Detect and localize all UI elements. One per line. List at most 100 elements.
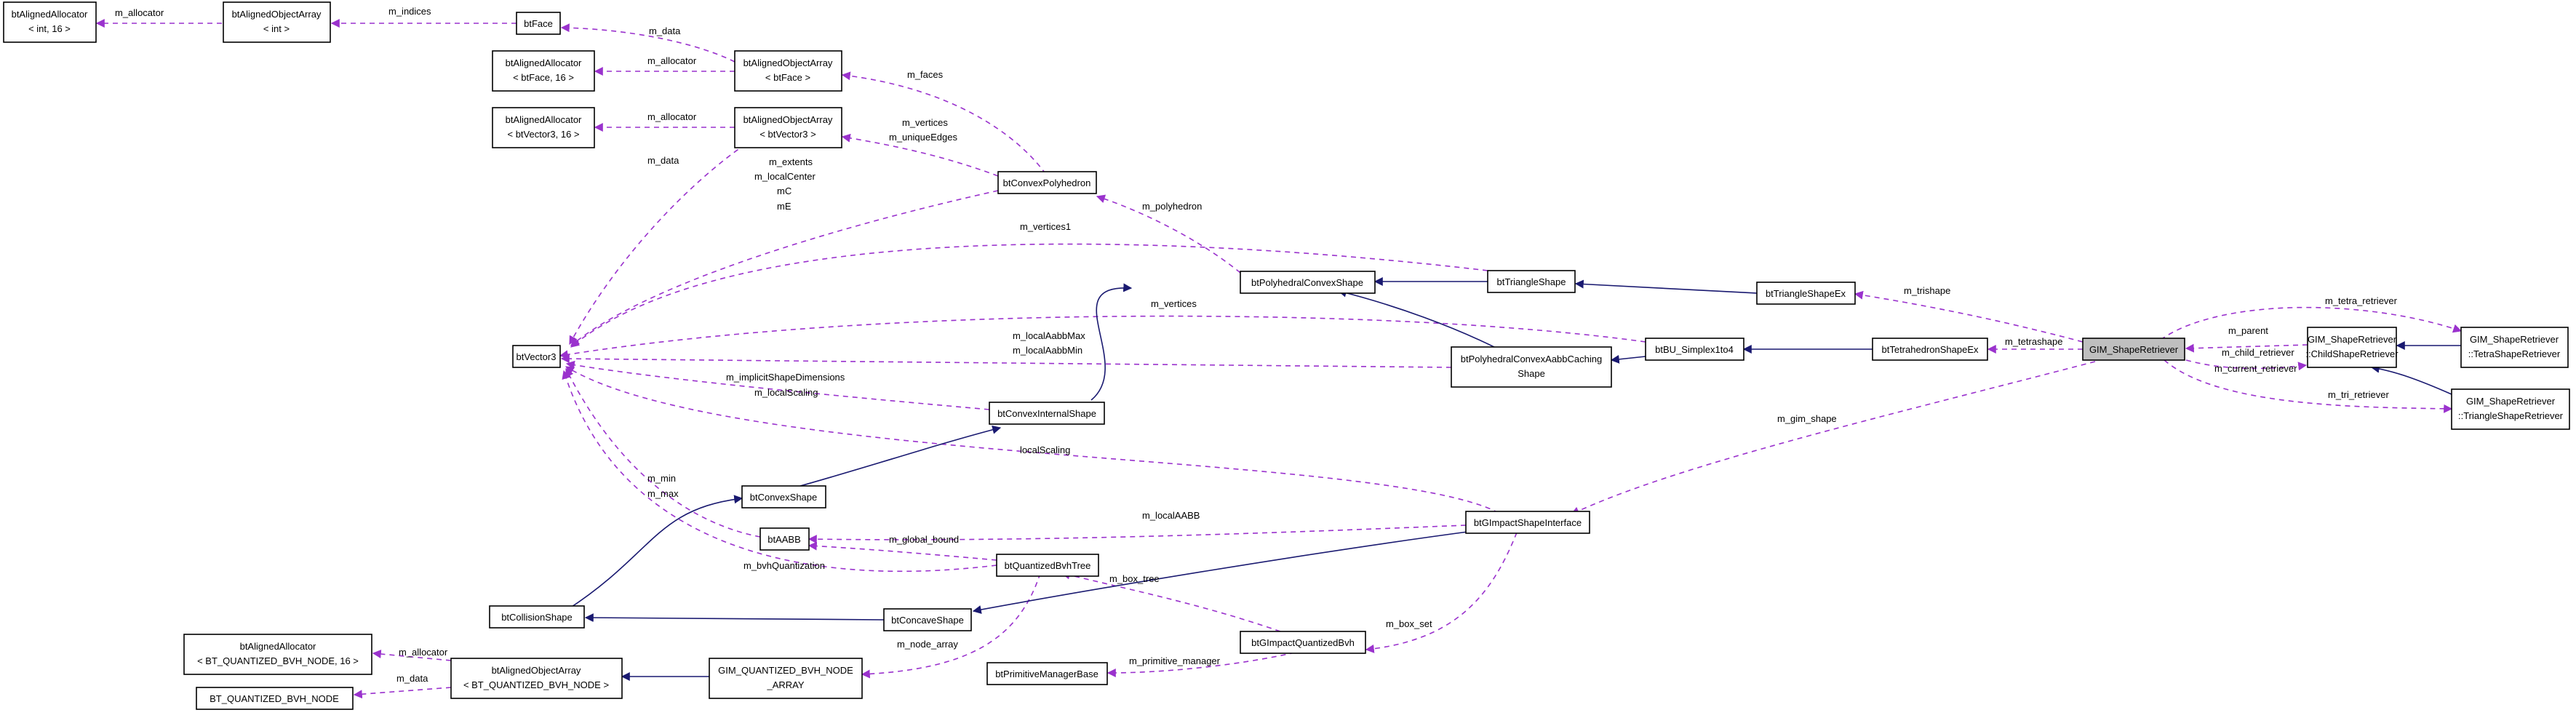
edge-simplex-vector3 <box>559 315 1646 359</box>
svg-text:btAlignedObjectArray: btAlignedObjectArray <box>232 9 322 20</box>
svg-text:_ARRAY: _ARRAY <box>766 679 804 690</box>
class-node-convex-internal-shape[interactable]: btConvexInternalShape <box>989 402 1105 425</box>
edge-label: localScaling <box>1020 444 1070 455</box>
svg-text:btBU_Simplex1to4: btBU_Simplex1to4 <box>1655 344 1734 355</box>
svg-text:< btVector3 >: < btVector3 > <box>759 129 816 140</box>
class-node-array-int[interactable]: btAlignedObjectArray < int > <box>223 1 331 43</box>
class-node-array-bvh[interactable]: btAlignedObjectArray < BT_QUANTIZED_BVH_… <box>450 658 623 699</box>
class-node-alloc-face[interactable]: btAlignedAllocator < btFace, 16 > <box>492 50 595 92</box>
svg-text:< btFace >: < btFace > <box>765 72 810 83</box>
edge-label: m_tetra_retriever <box>2325 295 2398 306</box>
edge-convexshape-convexinternal <box>799 425 1002 487</box>
class-node-gimpact-shape-interface[interactable]: btGImpactShapeInterface <box>1465 511 1590 534</box>
edge-label: m_child_retriever <box>2222 347 2294 358</box>
edge-label: m_localAabbMin <box>1013 345 1082 356</box>
class-node-concave-shape[interactable]: btConcaveShape <box>883 608 972 631</box>
class-node-aabb[interactable]: btAABB <box>759 527 810 551</box>
class-node-tetra-shape-retriever[interactable]: GIM_ShapeRetriever ::TetraShapeRetriever <box>2460 327 2569 368</box>
svg-text:BT_QUANTIZED_BVH_NODE: BT_QUANTIZED_BVH_NODE <box>210 693 339 704</box>
class-node-quantized-bvh-tree[interactable]: btQuantizedBvhTree <box>996 554 1099 577</box>
edge-poly-vector3 <box>570 190 999 346</box>
class-node-primitive-manager-base[interactable]: btPrimitiveManagerBase <box>986 662 1108 685</box>
edge-retriever-triangle-ex <box>1854 290 2083 343</box>
edge-child-retriever-parent <box>2185 343 2308 353</box>
edge-retriever-tri-retriever <box>2164 359 2453 413</box>
class-node-vector3[interactable]: btVector3 <box>512 345 561 368</box>
edge-array-bvh-alloc <box>372 650 452 661</box>
svg-text:btPolyhedralConvexAabbCaching: btPolyhedralConvexAabbCaching <box>1461 354 1602 364</box>
svg-text:< btVector3, 16 >: < btVector3, 16 > <box>507 129 579 140</box>
class-node-polyhedral-convex-shape[interactable]: btPolyhedralConvexShape <box>1240 271 1376 294</box>
class-node-alloc-vec[interactable]: btAlignedAllocator < btVector3, 16 > <box>492 107 595 148</box>
svg-text:btTriangleShape: btTriangleShape <box>1497 276 1566 287</box>
edge-label: m_bvhQuantization <box>743 560 825 571</box>
svg-text:btConcaveShape: btConcaveShape <box>891 615 964 626</box>
edge-triangle-vector3 <box>570 243 1488 348</box>
edge-label: m_data <box>396 673 428 684</box>
svg-text:btGImpactShapeInterface: btGImpactShapeInterface <box>1474 517 1582 528</box>
edge-retriever-gimpact-iface <box>1570 361 2096 515</box>
class-node-triangle-shape-retriever[interactable]: GIM_ShapeRetriever ::TriangleShapeRetrie… <box>2451 388 2570 430</box>
class-node-btface[interactable]: btFace <box>516 12 561 35</box>
edge-polyaabb-polyconvex <box>1337 288 1499 350</box>
edge-label: m_vertices1 <box>1020 221 1071 232</box>
edge-label: m_allocator <box>399 647 448 658</box>
svg-text:< BT_QUANTIZED_BVH_NODE, 16 >: < BT_QUANTIZED_BVH_NODE, 16 > <box>197 655 359 666</box>
edge-retriever-child-retriever <box>2185 359 2308 371</box>
class-node-convex-polyhedron[interactable]: btConvexPolyhedron <box>997 171 1097 194</box>
svg-text:GIM_QUANTIZED_BVH_NODE: GIM_QUANTIZED_BVH_NODE <box>718 665 853 676</box>
edge-qbvh-array-bvh <box>861 573 1041 679</box>
edge-label: mE <box>777 201 791 212</box>
svg-text:btAlignedAllocator: btAlignedAllocator <box>506 57 582 68</box>
svg-text:GIM_ShapeRetriever: GIM_ShapeRetriever <box>2089 344 2179 355</box>
svg-text:::TriangleShapeRetriever: ::TriangleShapeRetriever <box>2458 410 2564 421</box>
edge-triangle-poly <box>1096 194 1241 274</box>
svg-text:GIM_ShapeRetriever: GIM_ShapeRetriever <box>2308 334 2397 345</box>
class-node-array-vec[interactable]: btAlignedObjectArray < btVector3 > <box>734 107 842 148</box>
edge-gimpact-iface-vector3 <box>565 366 1499 514</box>
svg-text:btConvexInternalShape: btConvexInternalShape <box>997 408 1096 419</box>
svg-text:btVector3: btVector3 <box>517 351 557 362</box>
edge-label: m_global_bound <box>889 534 959 545</box>
class-node-alloc-bvh[interactable]: btAlignedAllocator < BT_QUANTIZED_BVH_NO… <box>183 634 372 675</box>
svg-text:btAABB: btAABB <box>767 534 801 545</box>
edge-simplex-polyaabb <box>1610 354 1646 364</box>
svg-text:btTriangleShapeEx: btTriangleShapeEx <box>1766 288 1846 299</box>
class-node-child-shape-retriever[interactable]: GIM_ShapeRetriever ::ChildShapeRetriever <box>2305 327 2398 368</box>
class-node-gim-bvh-node-array[interactable]: GIM_QUANTIZED_BVH_NODE _ARRAY <box>709 658 863 699</box>
class-node-convex-shape[interactable]: btConvexShape <box>741 485 826 508</box>
edge-label: m_node_array <box>897 639 958 650</box>
svg-text:btCollisionShape: btCollisionShape <box>501 612 573 623</box>
edge-retriever-tetra-retriever <box>2160 306 2463 340</box>
svg-text:btAlignedAllocator: btAlignedAllocator <box>240 641 316 652</box>
class-node-triangle-shape[interactable]: btTriangleShape <box>1487 270 1576 293</box>
edge-gimpact-concave <box>972 530 1474 614</box>
edge-label: m_extents <box>769 156 813 167</box>
edge-poly-array-face <box>841 71 1052 183</box>
class-node-polyhedral-aabb-caching[interactable]: btPolyhedralConvexAabbCaching Shape <box>1451 346 1612 388</box>
edge-label: m_polyhedron <box>1142 201 1202 212</box>
class-node-bvh-node[interactable]: BT_QUANTIZED_BVH_NODE <box>196 687 354 710</box>
edge-label: m_vertices <box>1151 298 1197 309</box>
svg-text:btAlignedObjectArray: btAlignedObjectArray <box>743 57 833 68</box>
class-node-triangle-shape-ex[interactable]: btTriangleShapeEx <box>1756 282 1856 305</box>
class-node-array-face[interactable]: btAlignedObjectArray < btFace > <box>734 50 842 92</box>
edge-label: m_faces <box>907 69 944 80</box>
svg-text:GIM_ShapeRetriever: GIM_ShapeRetriever <box>2466 396 2556 407</box>
svg-text:::ChildShapeRetriever: ::ChildShapeRetriever <box>2305 348 2398 359</box>
edge-label: m_localCenter <box>754 171 816 182</box>
edge-label: m_min <box>647 473 676 484</box>
class-node-gim-shape-retriever[interactable]: GIM_ShapeRetriever <box>2082 338 2185 361</box>
edge-triret-childret <box>2370 364 2452 395</box>
class-node-collision-shape[interactable]: btCollisionShape <box>489 605 585 629</box>
edge-gimpact-iface-qbvh <box>1365 532 1518 653</box>
class-node-tetrahedron-ex[interactable]: btTetrahedronShapeEx <box>1872 338 1988 361</box>
class-node-alloc-int[interactable]: btAlignedAllocator < int, 16 > <box>3 1 97 43</box>
edge-array-bvh-node <box>353 687 452 699</box>
class-node-simplex[interactable]: btBU_Simplex1to4 <box>1645 338 1744 361</box>
class-node-gimpact-quantized-bvh[interactable]: btGImpactQuantizedBvh <box>1240 631 1366 654</box>
edge-gimpact-qbvh-tree <box>1061 570 1281 632</box>
edge-collision-convexshape <box>567 495 743 610</box>
